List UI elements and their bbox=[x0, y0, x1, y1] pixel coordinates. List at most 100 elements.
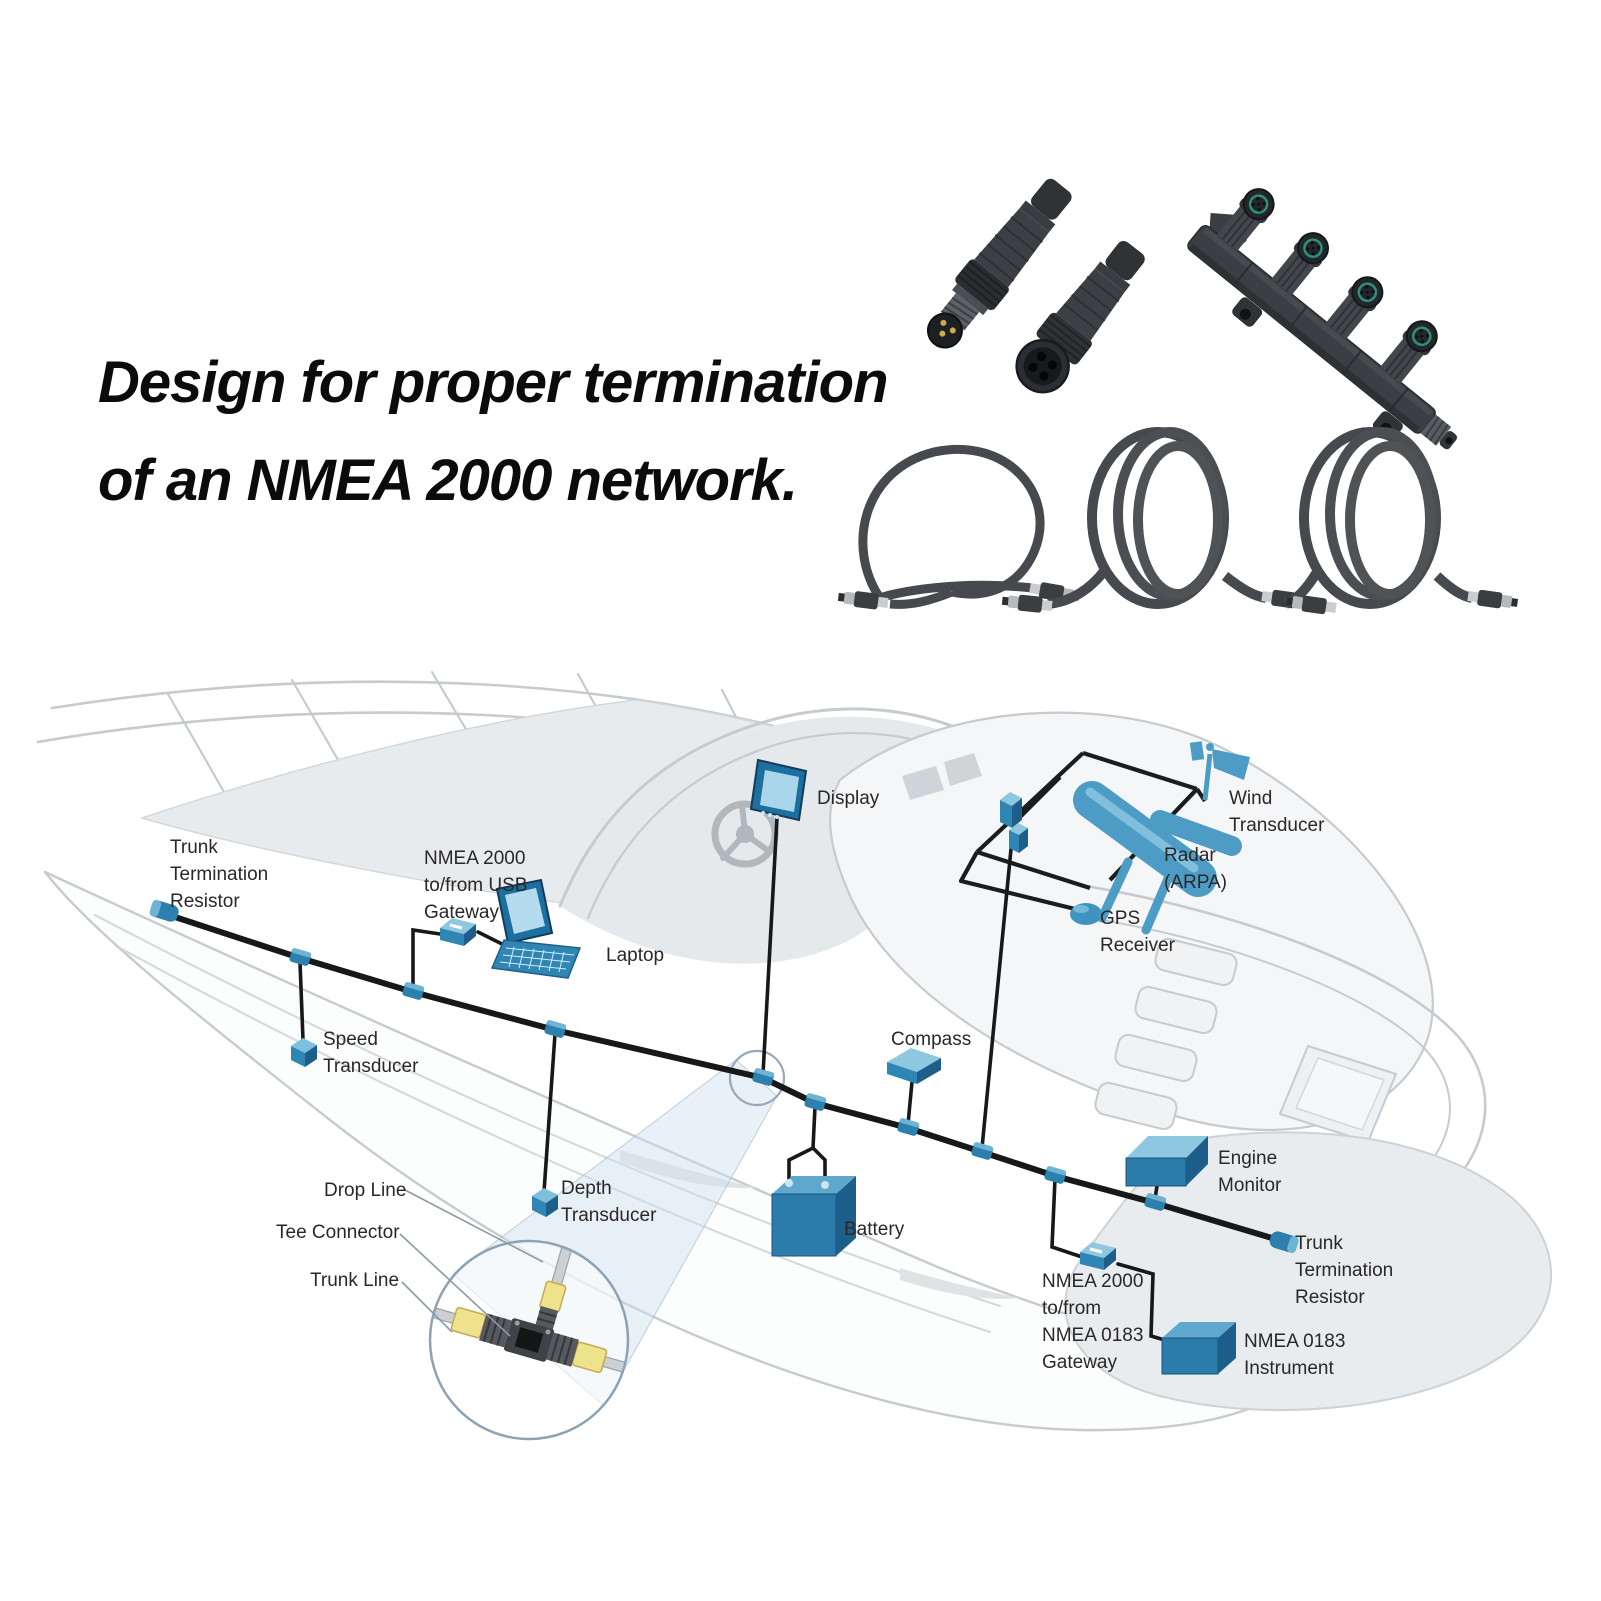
label-line: Instrument bbox=[1244, 1358, 1334, 1379]
label-line: Resistor bbox=[1295, 1287, 1365, 1308]
magnifier-target-circle bbox=[728, 1049, 786, 1107]
compass-device bbox=[887, 1048, 941, 1084]
label-line: Laptop bbox=[606, 945, 665, 966]
label-line: Gateway bbox=[1042, 1352, 1117, 1373]
drop-gps-mast bbox=[980, 847, 1013, 1150]
label-line: NMEA 2000 bbox=[1042, 1271, 1144, 1292]
male-pin bbox=[939, 330, 946, 337]
four-port-tee bbox=[1187, 188, 1458, 450]
label-line: Receiver bbox=[1100, 935, 1175, 956]
product-photos bbox=[837, 178, 1519, 615]
male-pin bbox=[949, 327, 956, 334]
label-line: NMEA 0183 bbox=[1244, 1331, 1346, 1352]
stern-steps bbox=[1094, 937, 1238, 1131]
trunk-cable-coil-1 bbox=[1001, 427, 1313, 613]
label-radar-arpa: Radar (ARPA) bbox=[1164, 842, 1227, 896]
label-line: Radar bbox=[1164, 845, 1216, 866]
label-gps-receiver: GPS Receiver bbox=[1100, 905, 1175, 959]
laptop-device bbox=[490, 878, 582, 979]
label-line: Termination bbox=[170, 864, 269, 885]
nmea0183-gateway-device bbox=[1080, 1242, 1116, 1270]
depth-transducer-device bbox=[532, 1188, 558, 1217]
label-line: Trunk bbox=[1295, 1233, 1343, 1254]
laptop-keys bbox=[499, 946, 575, 973]
gateway-slot bbox=[449, 923, 463, 930]
label-tee-connector: Tee Connector bbox=[276, 1219, 400, 1246]
label-engine-monitor: Engine Monitor bbox=[1218, 1145, 1281, 1199]
male-pin bbox=[940, 319, 947, 326]
label-line: (ARPA) bbox=[1164, 872, 1227, 893]
cable-plug bbox=[1001, 594, 1053, 613]
speed-transducer-device bbox=[291, 1038, 317, 1067]
saloon-roof bbox=[829, 711, 1434, 1132]
trunk-terminator-left bbox=[149, 899, 179, 922]
mast-junction-device bbox=[1000, 792, 1028, 853]
headline-line-1: Design for proper termination bbox=[98, 350, 889, 415]
tee-ports bbox=[1217, 188, 1438, 384]
drop-display bbox=[761, 816, 779, 1076]
drop-usb-gateway bbox=[411, 927, 442, 990]
label-battery: Battery bbox=[844, 1216, 904, 1243]
label-line: Transducer bbox=[323, 1056, 419, 1077]
trunk-cable-coil-2 bbox=[1283, 427, 1519, 615]
battery-terminal-left bbox=[785, 1179, 793, 1187]
label-line: to/from USB bbox=[424, 875, 528, 896]
label-wind-transducer: Wind Transducer bbox=[1229, 785, 1324, 839]
drop-0183-gateway bbox=[1050, 1177, 1084, 1259]
label-nmea0183-instrument: NMEA 0183 Instrument bbox=[1244, 1328, 1345, 1382]
tee-connectors bbox=[289, 948, 1167, 1211]
female-terminator bbox=[1015, 240, 1145, 394]
label-trunk-termination-right: Trunk Termination Resistor bbox=[1295, 1230, 1393, 1311]
nmea0183-instrument-device bbox=[1161, 1322, 1236, 1375]
cable-plug bbox=[1285, 595, 1337, 615]
tee-male-end bbox=[1420, 414, 1458, 450]
label-line: Depth bbox=[561, 1178, 612, 1199]
label-line: NMEA 2000 bbox=[424, 848, 526, 869]
leader-trunk-line bbox=[401, 1281, 453, 1333]
inset-yellow-connectors bbox=[450, 1280, 608, 1374]
drop-battery bbox=[787, 1105, 827, 1184]
label-line: Battery bbox=[844, 1219, 905, 1240]
label-line: NMEA 0183 bbox=[1042, 1325, 1144, 1346]
label-nmea0183-gateway: NMEA 2000 to/from NMEA 0183 Gateway bbox=[1042, 1268, 1143, 1376]
gunwale-inner bbox=[1101, 919, 1451, 1181]
label-display: Display bbox=[817, 785, 879, 812]
label-line: GPS bbox=[1100, 908, 1141, 929]
drop-compass bbox=[906, 1080, 914, 1126]
label-laptop: Laptop bbox=[606, 942, 664, 969]
inset-tee-detail bbox=[430, 1244, 628, 1381]
label-usb-gateway: NMEA 2000 to/from USB Gateway bbox=[424, 845, 527, 926]
male-terminator bbox=[926, 178, 1072, 349]
usb-gateway-device bbox=[440, 918, 476, 946]
hull-shadow-1 bbox=[620, 1150, 756, 1189]
label-line: Display bbox=[817, 788, 880, 809]
inset-screw-right bbox=[545, 1329, 551, 1335]
dashboard bbox=[902, 753, 982, 800]
label-line: Gateway bbox=[424, 902, 499, 923]
headline-line-2: of an NMEA 2000 network. bbox=[98, 448, 798, 513]
label-line: Transducer bbox=[1229, 815, 1325, 836]
label-trunk-line: Trunk Line bbox=[310, 1267, 399, 1294]
radar-arpa-device bbox=[1073, 781, 1242, 935]
windshield-outer bbox=[558, 707, 1010, 908]
cable-plug bbox=[837, 591, 889, 610]
gps-receiver-device bbox=[1070, 903, 1102, 925]
label-line: Resistor bbox=[170, 891, 240, 912]
drop-depth bbox=[542, 1032, 557, 1194]
deck-hatch-inner bbox=[1295, 1057, 1385, 1131]
label-line: Compass bbox=[891, 1029, 972, 1050]
inset-rib-lines bbox=[482, 1310, 574, 1366]
inset-screw-left bbox=[514, 1320, 520, 1326]
label-line: Tee Connector bbox=[276, 1222, 400, 1243]
label-speed-transducer: Speed Transducer bbox=[323, 1026, 418, 1080]
label-drop-line: Drop Line bbox=[324, 1177, 406, 1204]
headline: Design for proper termination of an NMEA… bbox=[98, 334, 889, 530]
inset-circle bbox=[428, 1239, 630, 1441]
gateway-slot bbox=[1089, 1247, 1103, 1254]
label-line: Wind bbox=[1229, 788, 1273, 809]
label-line: Engine bbox=[1218, 1148, 1278, 1169]
cable-plug bbox=[1467, 589, 1519, 609]
label-compass: Compass bbox=[891, 1026, 971, 1053]
